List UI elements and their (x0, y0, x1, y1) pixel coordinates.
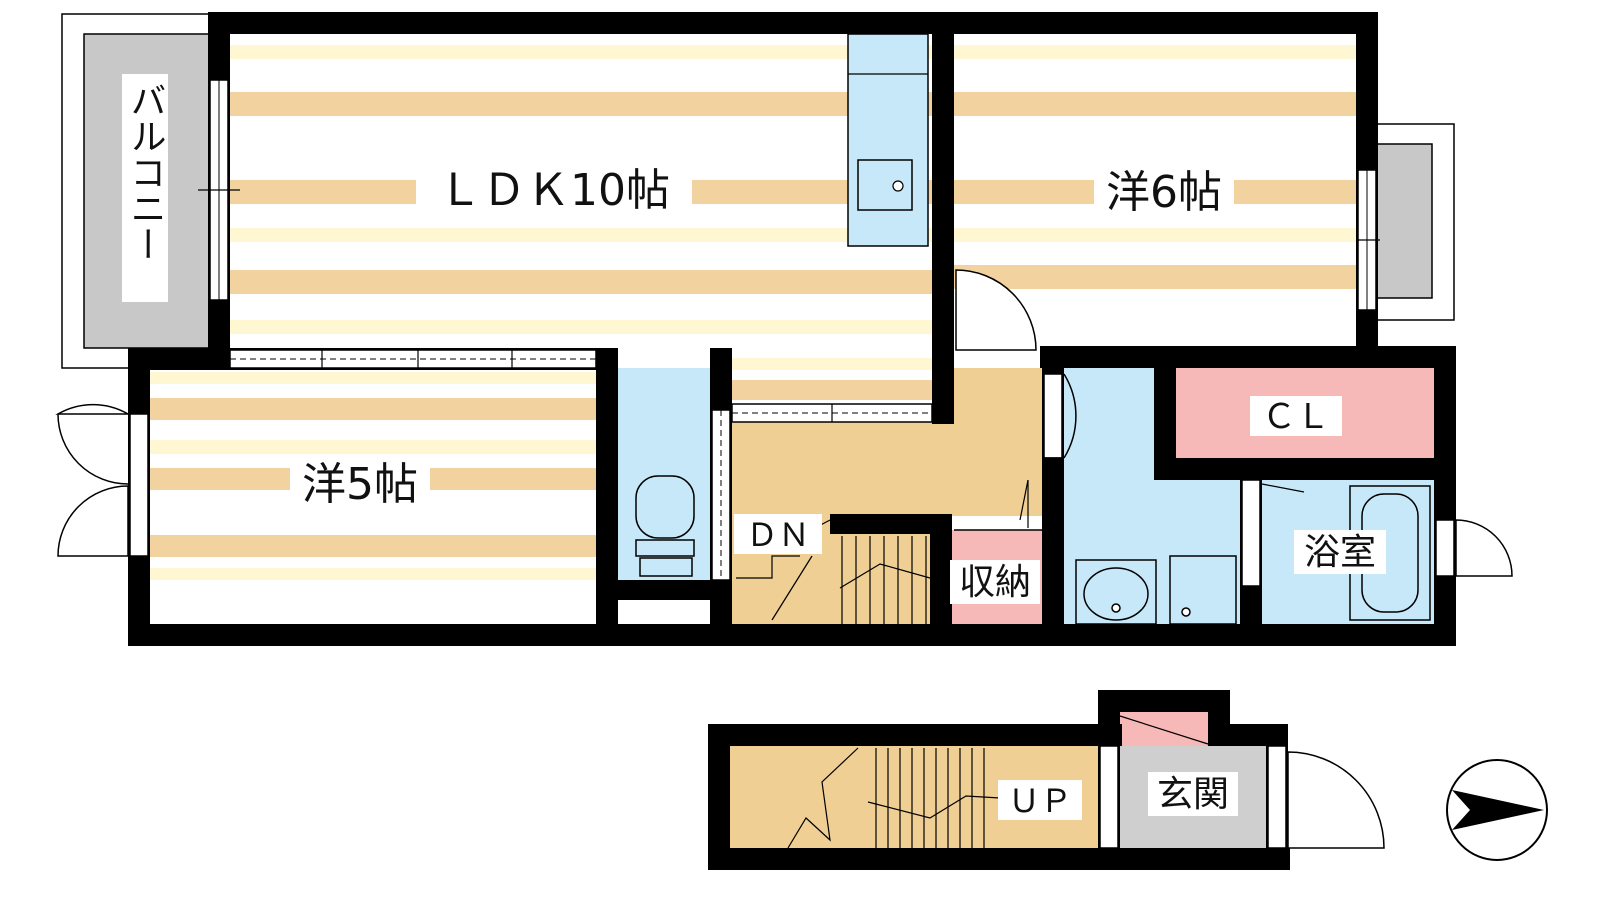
windows (129, 79, 1455, 849)
label-western-5: 洋5帖 (302, 459, 418, 510)
label-western-6: 洋6帖 (1106, 167, 1222, 218)
label-storage: 収納 (959, 562, 1031, 603)
hall-floor (730, 420, 1044, 516)
labels: ＬＤＫ10帖 洋6帖 洋5帖 ＣＬ 浴室 収納 玄関 バルコニー ＤＮ ＵＰ (122, 74, 1386, 820)
stairs-up (787, 747, 1001, 849)
label-stairs-up: ＵＰ (1008, 782, 1072, 820)
balcony-right (1375, 123, 1455, 321)
label-entrance: 玄関 (1157, 774, 1229, 815)
sink-icon (857, 159, 913, 211)
compass (1446, 759, 1548, 861)
label-balcony: バルコニー (125, 82, 166, 262)
label-closet: ＣＬ (1262, 397, 1330, 437)
label-bathroom: 浴室 (1304, 532, 1376, 573)
entrance-shoebox (1118, 712, 1210, 746)
washbasin (1075, 555, 1237, 625)
floors (148, 32, 1436, 850)
compass-arrow-icon (1452, 790, 1544, 830)
label-stairs-down: ＤＮ (746, 516, 810, 554)
washing-machine-icon (1169, 555, 1237, 625)
toilet-icon (635, 539, 695, 557)
washbasin-icon (1083, 567, 1149, 621)
kitchen-counter (847, 33, 929, 247)
stairs-down (736, 519, 931, 624)
label-ldk: ＬＤＫ10帖 (438, 165, 670, 216)
toilet-fixture (635, 475, 695, 577)
bathtub (1349, 485, 1431, 621)
door-swings (55, 269, 1513, 849)
ldk-stripes (228, 45, 934, 334)
